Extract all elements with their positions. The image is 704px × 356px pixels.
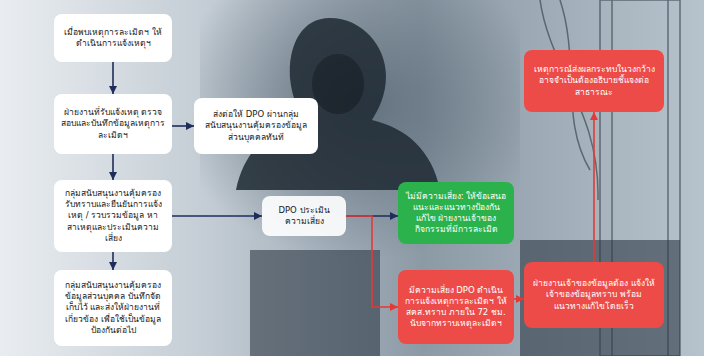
outcome-box: ไม่มีความเสี่ยง: ให้ข้อเสนอแนะและแนวทางป… — [398, 182, 514, 244]
action-box: ฝ่ายงานเจ้าของข้อมูลต้อง แจ้งให้เจ้าของข… — [524, 262, 664, 328]
flow-arrow — [172, 125, 194, 127]
process-box: กลุ่มสนับสนุนงานคุ้มครองข้อมูลส่วนบุคคล … — [54, 270, 172, 346]
node-text: มีความเสี่ยง DPO ดำเนินการแจ้งเหตุการละเ… — [405, 285, 507, 329]
assessment-box: DPO ประเมินความเสี่ยง — [262, 196, 346, 236]
node-text: กลุ่มสนับสนุนงานคุ้มครอง รับทราบและยืนยั… — [61, 188, 165, 243]
flow-arrow — [112, 62, 114, 94]
process-box: ฝ่ายงานที่รับแจ้งเหตุ ตรวจสอบและบันทึกข้… — [54, 94, 172, 154]
node-text: DPO ประเมินความเสี่ยง — [269, 205, 339, 227]
process-box: กลุ่มสนับสนุนงานคุ้มครอง รับทราบและยืนยั… — [54, 180, 172, 252]
process-box: ส่งต่อให้ DPO ผ่านกลุ่มสนับสนุนงานคุ้มคร… — [194, 98, 318, 154]
flow-arrow — [346, 216, 398, 307]
node-text: ฝ่ายงานที่รับแจ้งเหตุ ตรวจสอบและบันทึกข้… — [61, 107, 165, 140]
flow-arrow — [593, 112, 595, 262]
flow-arrow — [112, 154, 114, 180]
node-text: ส่งต่อให้ DPO ผ่านกลุ่มสนับสนุนงานคุ้มคร… — [201, 109, 311, 142]
action-box: เหตุการณ์ส่งผลกระทบในวงกว้าง อาจจำเป็นต้… — [524, 50, 664, 112]
node-text: เหตุการณ์ส่งผลกระทบในวงกว้าง อาจจำเป็นต้… — [531, 64, 657, 97]
node-text: ไม่มีความเสี่ยง: ให้ข้อเสนอแนะและแนวทางป… — [405, 191, 507, 235]
desk-screens — [250, 240, 680, 356]
node-text: กลุ่มสนับสนุนงานคุ้มครองข้อมูลส่วนบุคคล … — [61, 280, 165, 335]
flow-arrow — [172, 215, 262, 217]
background-shade — [200, 0, 520, 260]
flow-arrow — [112, 252, 114, 270]
outcome-box: มีความเสี่ยง DPO ดำเนินการแจ้งเหตุการละเ… — [398, 270, 514, 344]
process-box: เมื่อพบเหตุการละเมิดฯ ให้ดำเนินการแจ้งเห… — [54, 14, 172, 62]
flow-arrow — [514, 298, 524, 300]
node-text: เมื่อพบเหตุการละเมิดฯ ให้ดำเนินการแจ้งเห… — [61, 27, 165, 49]
node-text: ฝ่ายงานเจ้าของข้อมูลต้อง แจ้งให้เจ้าของข… — [531, 278, 657, 311]
